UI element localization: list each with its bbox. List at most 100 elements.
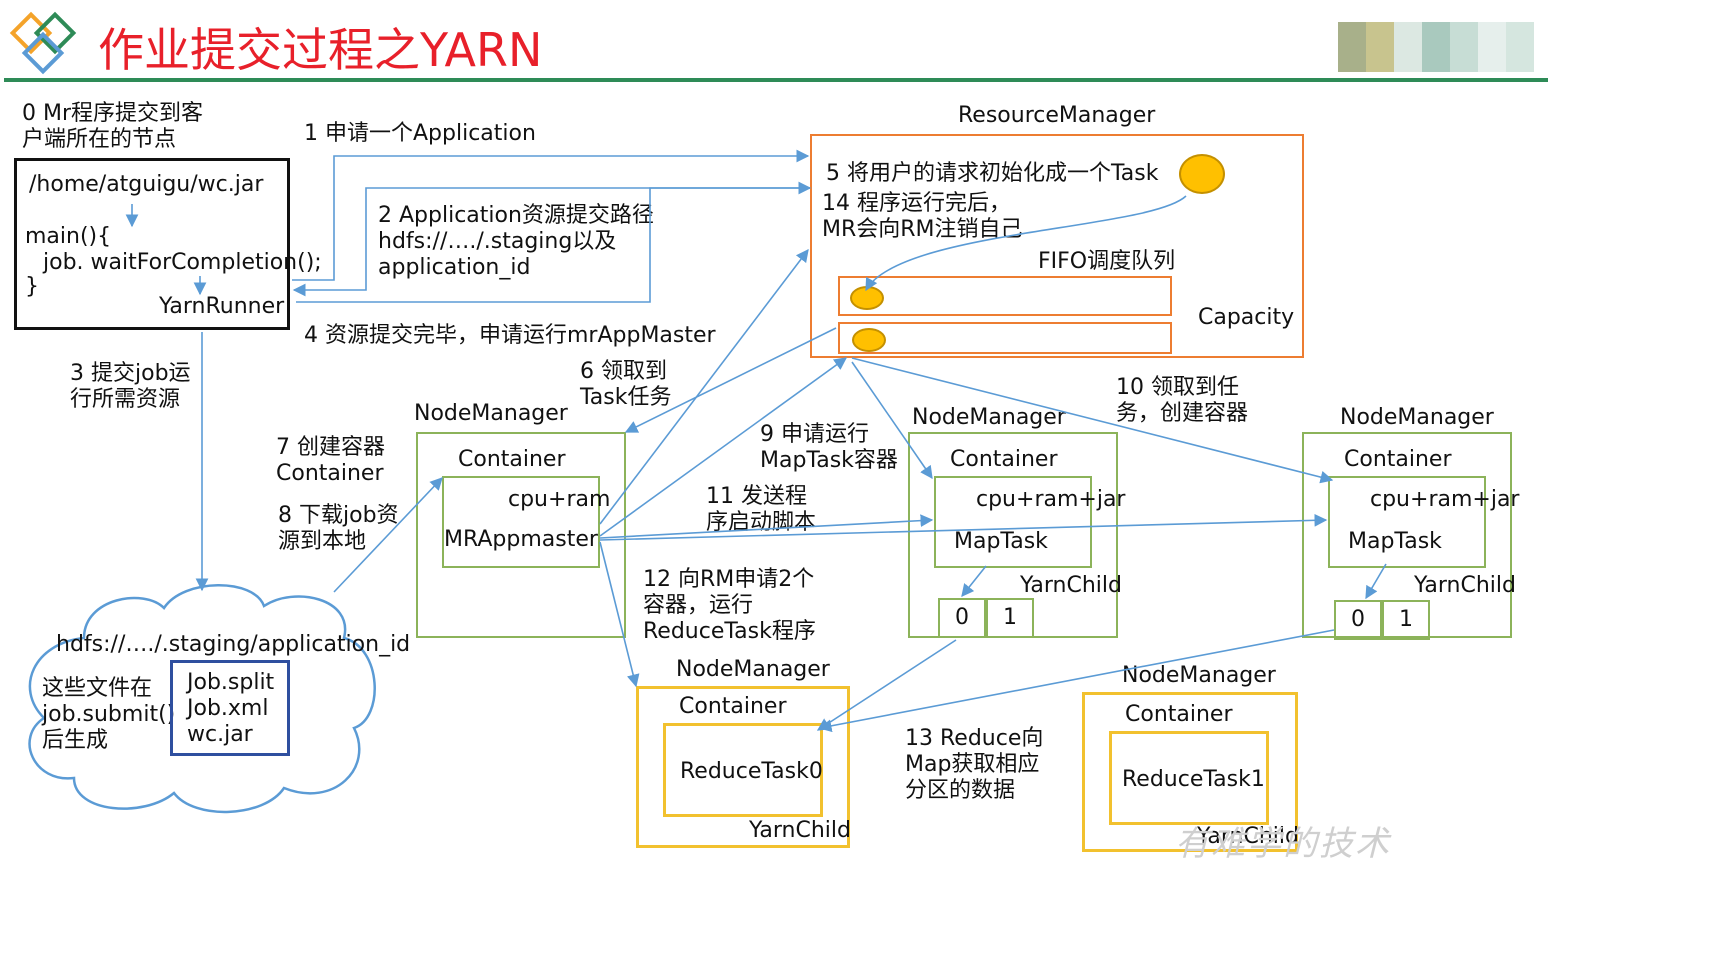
step12-line3: ReduceTask程序 [643,619,816,644]
step4-label: 4 资源提交完毕，申请运行mrAppMaster [304,323,716,348]
container-reduce1-box: ReduceTask1 [1109,731,1269,825]
nodemanager-reduce0-box: Container ReduceTask0 YarnChild [636,686,851,848]
map1-partition-0: 0 [938,598,986,638]
am-resource-label: cpu+ram [508,487,611,512]
arrow-map1-internal [961,565,987,597]
fifo-queue-label: FIFO调度队列 [1038,249,1176,274]
nodemanager-am-label: NodeManager [414,401,568,426]
arrow-step13-map1 [816,639,957,731]
arrow-rm-to-map1 [851,361,933,480]
step13-line2: Map获取相应 [905,752,1040,777]
client-caption-line1: 0 Mr程序提交到客 [22,101,204,126]
container-am-label: Container [458,447,566,472]
job-split-file: Job.split [187,670,275,695]
step10-line2: 务，创建容器 [1116,401,1249,426]
arrow-step5-to-queue [865,195,1187,292]
header-rule [4,78,1548,82]
arrow-am-to-rm [599,357,848,537]
step14-line2: MR会向RM注销自己 [822,217,1023,242]
reducetask0-label: ReduceTask0 [680,759,823,784]
step2-line1: 2 Application资源提交路径 [378,203,654,228]
step6-line1: 6 领取到 [580,359,667,384]
nodemanager-map2-label: NodeManager [1340,405,1494,430]
yarn-runner-label: YarnRunner [159,294,285,319]
map2-task-label: MapTask [1348,529,1442,554]
step3-line2: 行所需资源 [70,387,181,412]
resource-manager-box: 5 将用户的请求初始化成一个Task 14 程序运行完后， MR会向RM注销自己… [810,134,1304,358]
nodemanager-map1-label: NodeManager [912,405,1066,430]
map2-partition-1: 1 [1382,600,1430,640]
map1-resource-label: cpu+ram+jar [976,487,1126,512]
arrow-step6 [624,327,837,433]
container-am-box: cpu+ram MRAppmaster [442,476,610,568]
step9-line2: MapTask容器 [760,448,898,473]
step11-line1: 11 发送程 [706,484,807,509]
container-reduce0-label: Container [679,694,787,719]
arrow-step1 [292,149,810,281]
step2-line3: application_id [378,255,531,280]
hdfs-note-line2: job.submit() [42,702,176,727]
nodemanager-reduce0-label: NodeManager [676,657,830,682]
diamond-logo-icon [9,11,77,75]
arrow-step11-map1 [599,514,934,539]
step8-line2: 源到本地 [278,529,367,554]
client-caption-line2: 户端所在的节点 [22,127,177,152]
code-wait: job. waitForCompletion(); [43,250,322,275]
arrow-map2-internal [1365,563,1387,600]
queued-task-dot [852,328,886,352]
wc-jar-file: wc.jar [187,722,253,747]
page-title: 作业提交过程之YARN [98,23,543,77]
jar-path: /home/atguigu/wc.jar [29,172,264,197]
step7-line2: Container [276,461,384,486]
reduce0-yarnchild-label: YarnChild [749,818,851,843]
arrow-step8 [333,477,443,593]
step10-line1: 10 领取到任 [1116,375,1239,400]
arrow-step2 [292,187,810,297]
job-files-box: Job.split Job.xml wc.jar [170,660,290,756]
hdfs-note-line1: 这些文件在 [42,676,153,701]
map1-partition-1: 1 [986,598,1034,638]
step13-line1: 13 Reduce向 [905,726,1044,751]
map1-task-label: MapTask [954,529,1048,554]
map2-yarnchild-label: YarnChild [1414,573,1516,598]
nodemanager-reduce1-box: Container ReduceTask1 YarnChild [1082,692,1299,852]
step3-line1: 3 提交job运 [70,361,191,386]
step12-line1: 12 向RM申请2个 [643,567,815,592]
container-map1-label: Container [950,447,1058,472]
arrow-step11-map2 [599,513,1328,541]
fifo-queue-slot-2 [838,322,1172,354]
capacity-label: Capacity [1198,305,1295,330]
map1-yarnchild-label: YarnChild [1020,573,1122,598]
arrow-step4 [296,181,812,303]
container-reduce1-label: Container [1125,702,1233,727]
client-node-box: /home/atguigu/wc.jar main(){ job. waitFo… [14,158,322,330]
step1-label: 1 申请一个Application [304,121,536,146]
container-map1-box: cpu+ram+jar MapTask [934,476,1125,568]
container-reduce0-box: ReduceTask0 [663,723,823,817]
blurred-logo-icon [1338,22,1534,72]
hdfs-staging-path: hdfs://…./.staging/application_id [56,632,411,657]
step7-line1: 7 创建容器 [276,435,385,460]
code-close: } [25,274,39,299]
map2-resource-label: cpu+ram+jar [1370,487,1520,512]
step6-line2: Task任务 [580,385,672,410]
arrow-step12 [599,541,640,688]
step13-line3: 分区的数据 [905,778,1016,803]
container-map2-box: cpu+ram+jar MapTask [1328,476,1519,568]
map2-partition-0: 0 [1334,600,1382,640]
mrappmaster-label: MRAppmaster [444,527,598,552]
job-xml-file: Job.xml [187,696,269,721]
step14-line1: 14 程序运行完后， [822,191,1011,216]
hdfs-note-line3: 后生成 [42,728,109,753]
watermark-text: 有难学的技术 [1175,824,1391,864]
arrow-step13-map2 [818,629,1335,733]
step5-label: 5 将用户的请求初始化成一个Task [826,161,1159,186]
reducetask1-label: ReduceTask1 [1122,767,1265,792]
nodemanager-reduce1-label: NodeManager [1122,663,1276,688]
arrow-step10 [851,357,1334,484]
container-map2-label: Container [1344,447,1452,472]
step2-line2: hdfs://…./.staging以及 [378,229,617,254]
reduce1-yarnchild-label: YarnChild [1197,824,1299,849]
step8-line1: 8 下载job资 [278,503,399,528]
